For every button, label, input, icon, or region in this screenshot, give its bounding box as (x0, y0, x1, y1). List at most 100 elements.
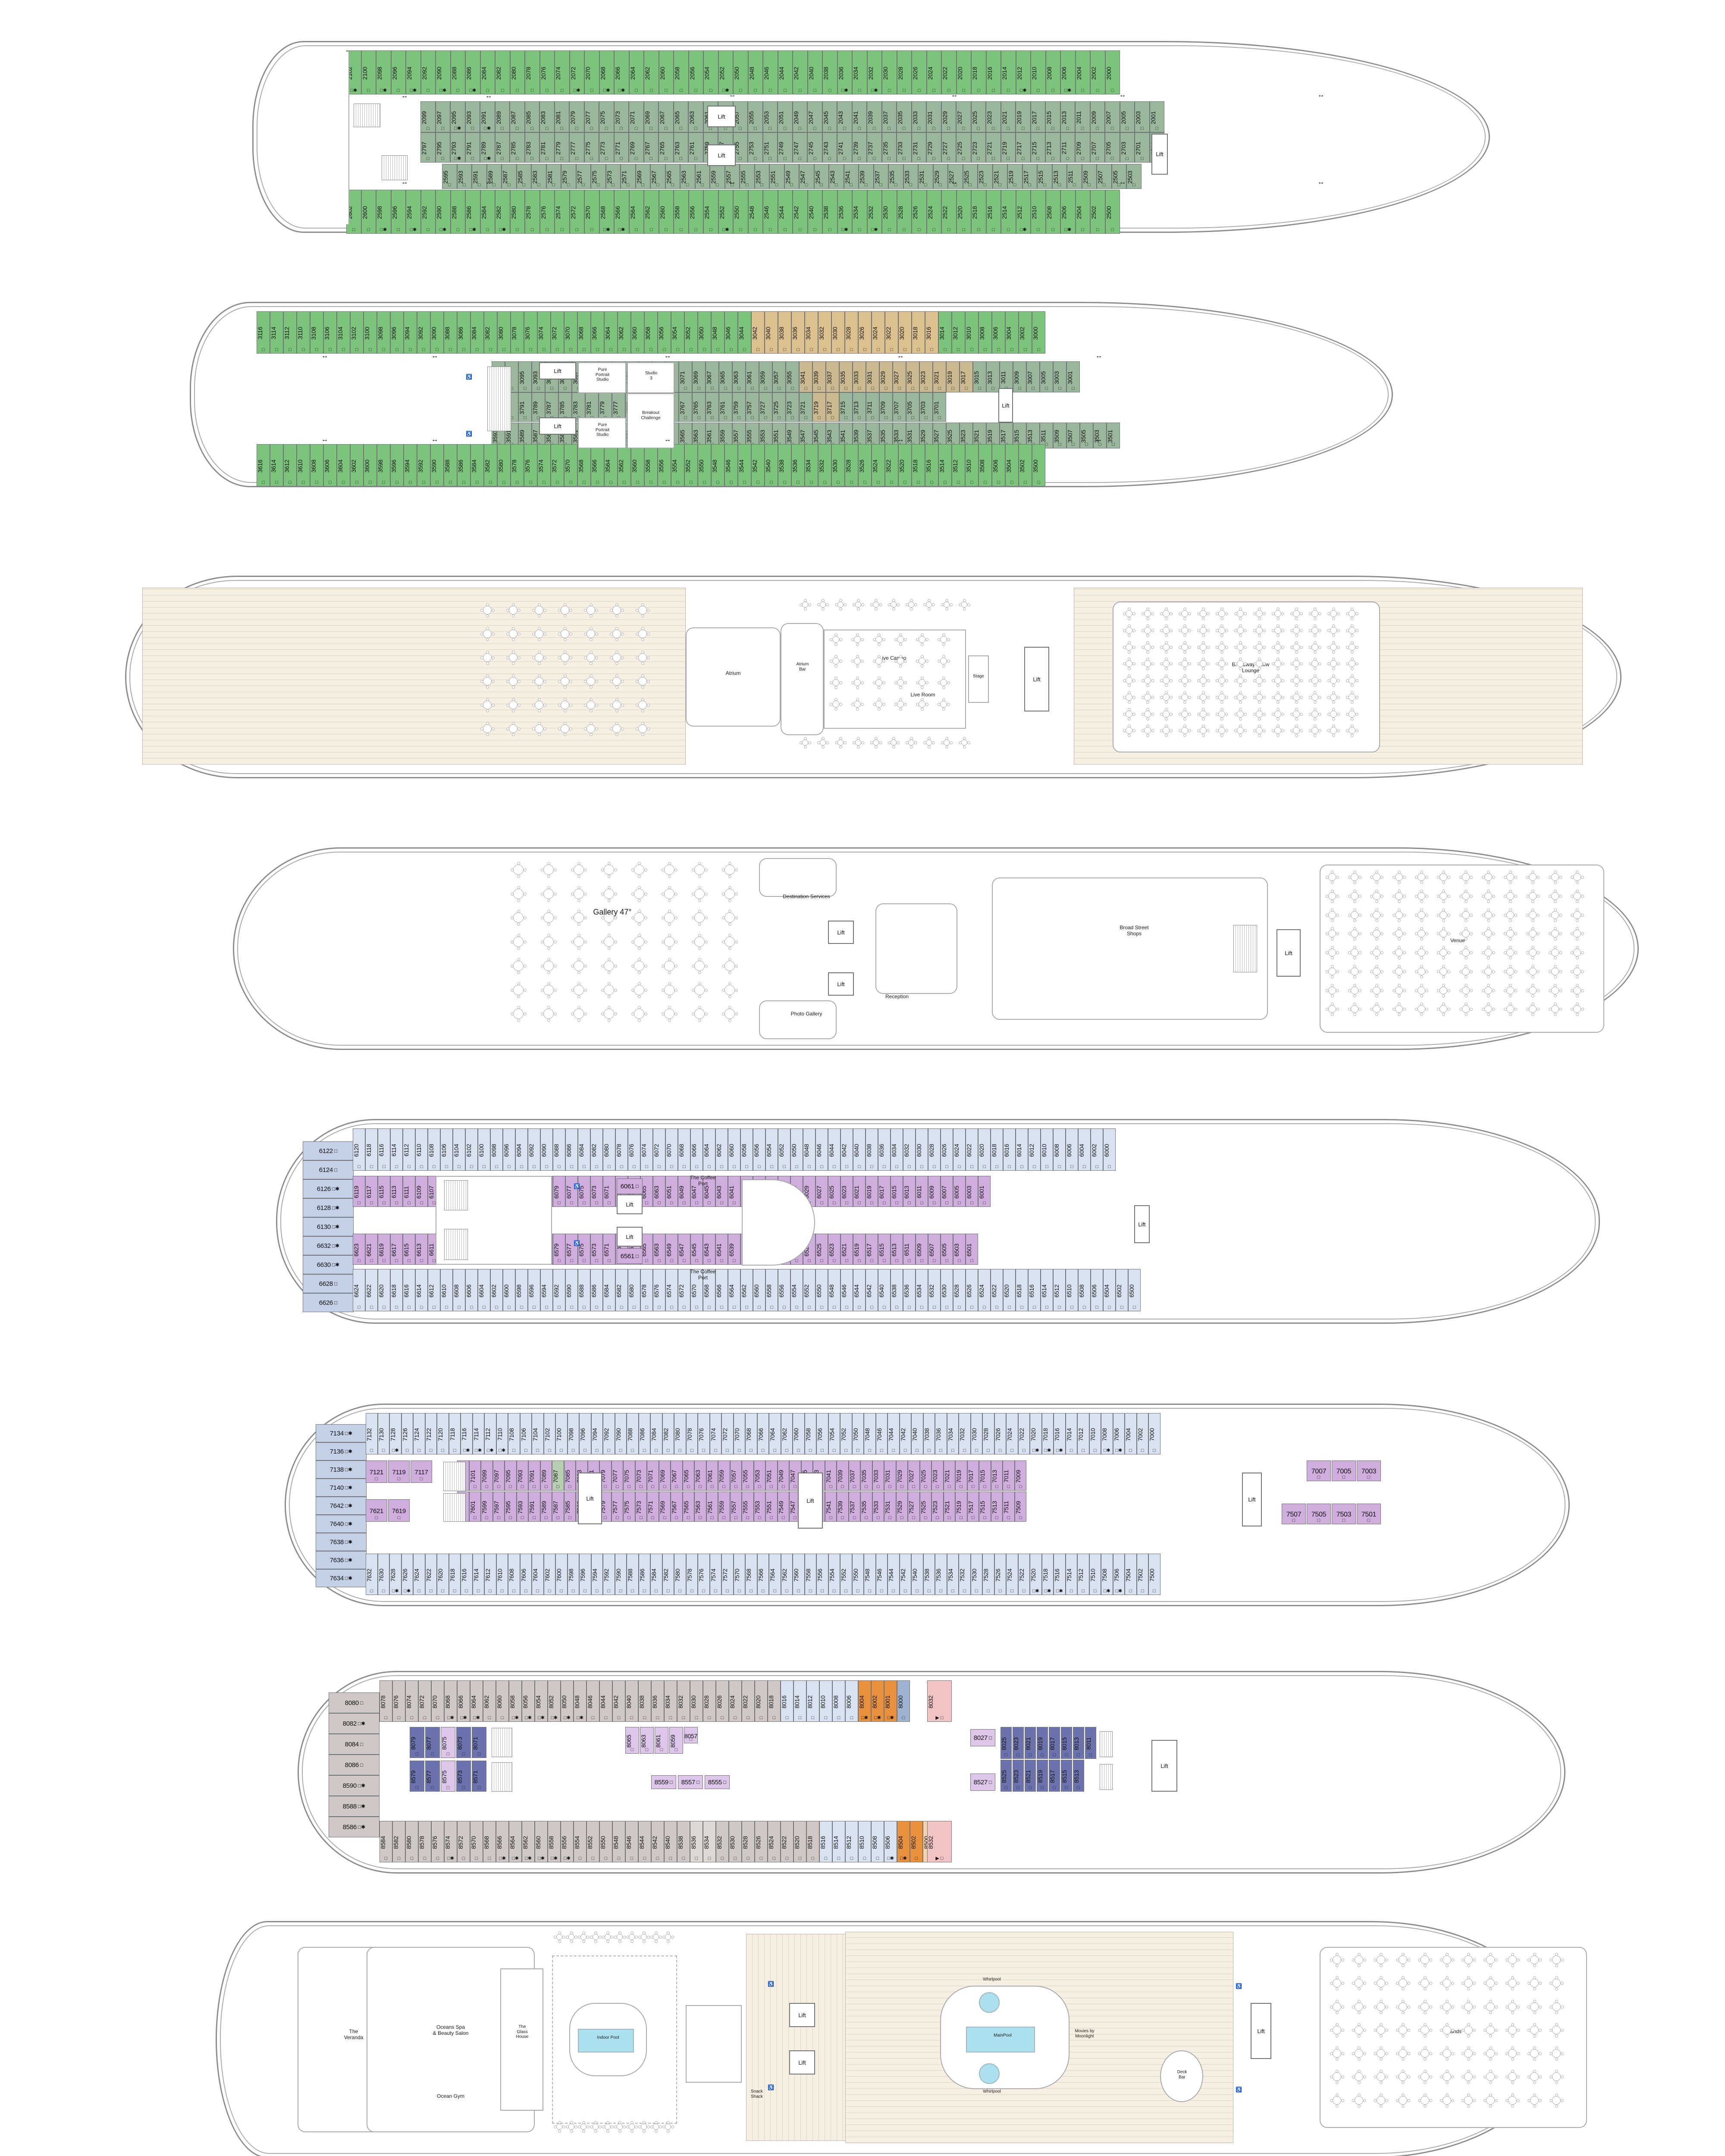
cabin[interactable]: 7121□ (366, 1460, 387, 1483)
cabin[interactable]: 6628□ (303, 1274, 354, 1293)
cabin[interactable]: 6034□ (891, 1128, 903, 1171)
cabin[interactable]: 3765□ (692, 392, 706, 422)
cabin[interactable]: 6122□ (303, 1141, 354, 1160)
cabin[interactable]: 7108□ (508, 1413, 520, 1454)
cabin[interactable]: 6000□ (1103, 1128, 1116, 1171)
cabin[interactable]: 8086□ (329, 1755, 380, 1775)
cabin[interactable]: 6606□ (465, 1269, 478, 1311)
cabin[interactable]: 2526□ (912, 190, 927, 234)
cabin[interactable]: 3592□ (417, 444, 430, 486)
cabin[interactable]: 3508□ (979, 444, 992, 486)
cabin[interactable]: 7106□ (520, 1413, 532, 1454)
cabin[interactable]: 2535□ (888, 164, 903, 189)
cabin[interactable]: 3055□ (786, 361, 799, 392)
cabin[interactable]: 2572□ (569, 190, 584, 234)
cabin[interactable]: 6054□ (765, 1128, 778, 1171)
cabin[interactable]: 2098□✱ (376, 50, 391, 94)
cabin[interactable]: 6543□ (703, 1234, 715, 1265)
cabin[interactable]: 3707□ (893, 392, 906, 422)
cabin[interactable]: 2575□ (591, 164, 606, 189)
cabin[interactable]: 7586□ (638, 1554, 650, 1595)
cabin[interactable]: 2763□ (673, 132, 688, 163)
cabin[interactable]: 2010□ (1031, 50, 1046, 94)
cabin[interactable]: 2081□ (554, 101, 569, 132)
cabin[interactable]: 6114□ (390, 1128, 403, 1171)
cabin[interactable]: 7096□ (579, 1413, 591, 1454)
cabin[interactable]: 2030□ (882, 50, 897, 94)
cabin[interactable]: 7046□ (875, 1413, 888, 1454)
cabin[interactable]: 2548□ (748, 190, 763, 234)
cabin[interactable]: 6525□ (815, 1234, 828, 1265)
cabin[interactable]: 6004□ (1078, 1128, 1091, 1171)
cabin[interactable]: 8038□ (638, 1680, 651, 1722)
cabin[interactable]: 8542□ (651, 1821, 664, 1862)
cabin[interactable]: 6592□ (553, 1269, 565, 1311)
cabin[interactable]: 2512□✱ (1016, 190, 1031, 234)
cabin[interactable]: 7564□ (769, 1554, 781, 1595)
cabin[interactable]: 6623□ (353, 1234, 365, 1265)
cabin[interactable]: 2781□ (539, 132, 555, 163)
cabin[interactable]: 2094□✱ (406, 50, 421, 94)
cabin[interactable]: 6046□ (815, 1128, 828, 1171)
cabin[interactable]: 3502□ (1019, 444, 1032, 486)
cabin[interactable]: 6523□ (828, 1234, 841, 1265)
cabin[interactable]: 7128□✱ (389, 1413, 401, 1454)
cabin[interactable]: 3035□ (839, 361, 853, 392)
cabin[interactable]: 2541□ (844, 164, 859, 189)
cabin[interactable]: 3067□ (706, 361, 719, 392)
cabin[interactable]: 2596□ (391, 190, 406, 234)
cabin[interactable]: 8012□ (806, 1680, 819, 1722)
cabin[interactable]: 7602□ (543, 1554, 555, 1595)
cabin[interactable]: 7530□ (970, 1554, 982, 1595)
cabin[interactable]: 7090□ (615, 1413, 627, 1454)
cabin[interactable]: 7122□ (425, 1413, 437, 1454)
cabin[interactable]: 7526□ (994, 1554, 1006, 1595)
cabin[interactable]: 2503□ (1126, 164, 1142, 189)
cabin[interactable]: 7577□ (611, 1492, 623, 1522)
cabin[interactable]: 2510□ (1031, 190, 1046, 234)
cabin[interactable]: 6501□ (966, 1234, 978, 1265)
cabin[interactable]: 7554□ (828, 1554, 840, 1595)
cabin[interactable]: 2514□ (1001, 190, 1016, 234)
cabin[interactable]: 3550□ (698, 444, 711, 486)
cabin[interactable]: 2532□✱ (867, 190, 882, 234)
cabin[interactable]: 3114□ (270, 311, 283, 354)
cabin[interactable]: 3046□ (724, 311, 738, 354)
cabin[interactable]: 7042□ (899, 1413, 911, 1454)
cabin[interactable]: 8046□ (586, 1680, 599, 1722)
cabin[interactable]: 6118□ (365, 1128, 378, 1171)
cabin[interactable]: 7606□ (520, 1554, 532, 1595)
cabin[interactable]: 6508□ (1078, 1269, 1091, 1311)
cabin[interactable]: 6518□ (1016, 1269, 1028, 1311)
cabin[interactable]: 6586□ (590, 1269, 603, 1311)
cabin[interactable]: 7537□ (848, 1492, 860, 1522)
cabin[interactable]: 6116□ (378, 1128, 390, 1171)
cabin[interactable]: 3021□ (933, 361, 946, 392)
cabin[interactable]: 2522□ (941, 190, 957, 234)
cabin[interactable]: 2751□ (762, 132, 778, 163)
cabin[interactable]: 3072□ (551, 311, 564, 354)
cabin[interactable]: 6002□ (1091, 1128, 1103, 1171)
cabin[interactable]: 6536□ (903, 1269, 916, 1311)
cabin[interactable]: 2067□ (659, 101, 674, 132)
cabin[interactable]: 3705□ (906, 392, 919, 422)
cabin[interactable]: 7041□ (825, 1460, 837, 1491)
cabin[interactable]: 7011□ (1003, 1460, 1015, 1491)
cabin[interactable]: 6027□ (815, 1176, 828, 1207)
cabin[interactable]: 7501□ (1357, 1504, 1381, 1524)
cabin[interactable]: 7073□ (635, 1460, 647, 1491)
cabin[interactable]: 3713□ (853, 392, 866, 422)
cabin[interactable]: 3777□ (612, 392, 625, 422)
cabin[interactable]: 2538□ (822, 190, 837, 234)
cabin[interactable]: 6524□ (978, 1269, 991, 1311)
cabin[interactable]: 7558□ (804, 1554, 816, 1595)
cabin[interactable]: 7010□ (1089, 1413, 1101, 1454)
cabin[interactable]: 7067□ (671, 1460, 683, 1491)
cabin[interactable]: 7566□ (757, 1554, 769, 1595)
cabin[interactable]: 3012□ (952, 311, 965, 354)
cabin[interactable]: 7093□ (516, 1460, 528, 1491)
cabin[interactable]: 7126□ (401, 1413, 413, 1454)
cabin[interactable]: 2021□ (1000, 101, 1016, 132)
cabin[interactable]: 3015□ (973, 361, 986, 392)
cabin[interactable]: 3116□ (257, 311, 270, 354)
